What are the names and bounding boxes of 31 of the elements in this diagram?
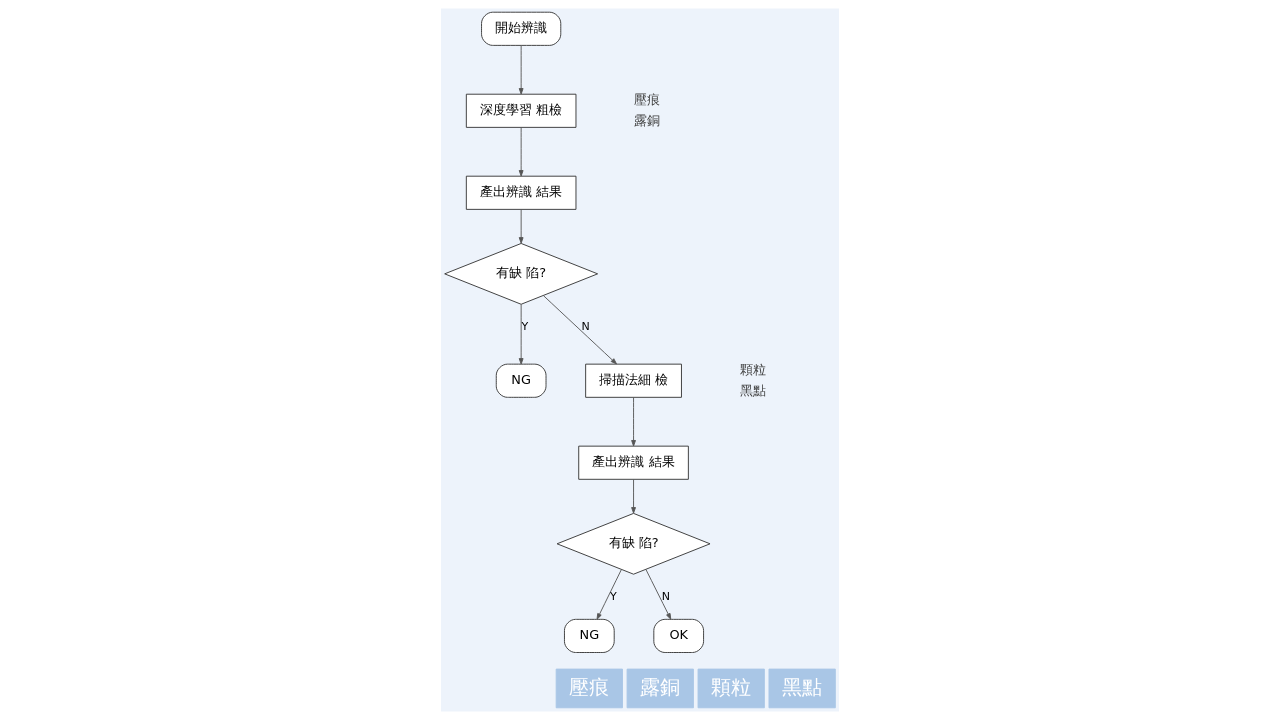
arrow (596, 569, 622, 620)
node-box: 黑點 (768, 668, 836, 709)
node-label: 顆粒 (740, 361, 767, 377)
node-box: 掃描法細 檢 (585, 363, 682, 398)
node-label: 露銅 (634, 112, 661, 128)
node-box: 深度學習 粗檢 (465, 93, 577, 128)
node-label: 黑點 (740, 382, 767, 398)
node-box: NG (495, 363, 547, 398)
arrow (542, 295, 617, 365)
arrow (518, 127, 524, 177)
node-box: 開始辨識 (481, 11, 562, 46)
node-box: 壓痕 (555, 668, 623, 709)
node-box: 顆粒 (697, 668, 765, 709)
node-box: 產出辨識 結果 (578, 445, 689, 480)
arrow (518, 209, 524, 244)
node-box: NG (564, 618, 615, 653)
edge-label: Y (609, 589, 617, 603)
arrow (631, 479, 636, 514)
edge-label: N (581, 319, 590, 333)
edge-label: Y (521, 319, 529, 333)
arrow (645, 568, 672, 620)
node-label: 壓痕 (634, 91, 661, 107)
node-box: 產出辨識 結果 (465, 175, 577, 210)
arrow (518, 45, 524, 95)
edge-label: N (661, 589, 670, 603)
node-diamond: 有缺 陷? (556, 512, 711, 575)
arrow (631, 397, 636, 447)
node-box: 露銅 (626, 668, 694, 709)
node-box: OK (653, 618, 705, 653)
node-diamond: 有缺 陷? (444, 243, 599, 305)
arrow (518, 303, 524, 365)
